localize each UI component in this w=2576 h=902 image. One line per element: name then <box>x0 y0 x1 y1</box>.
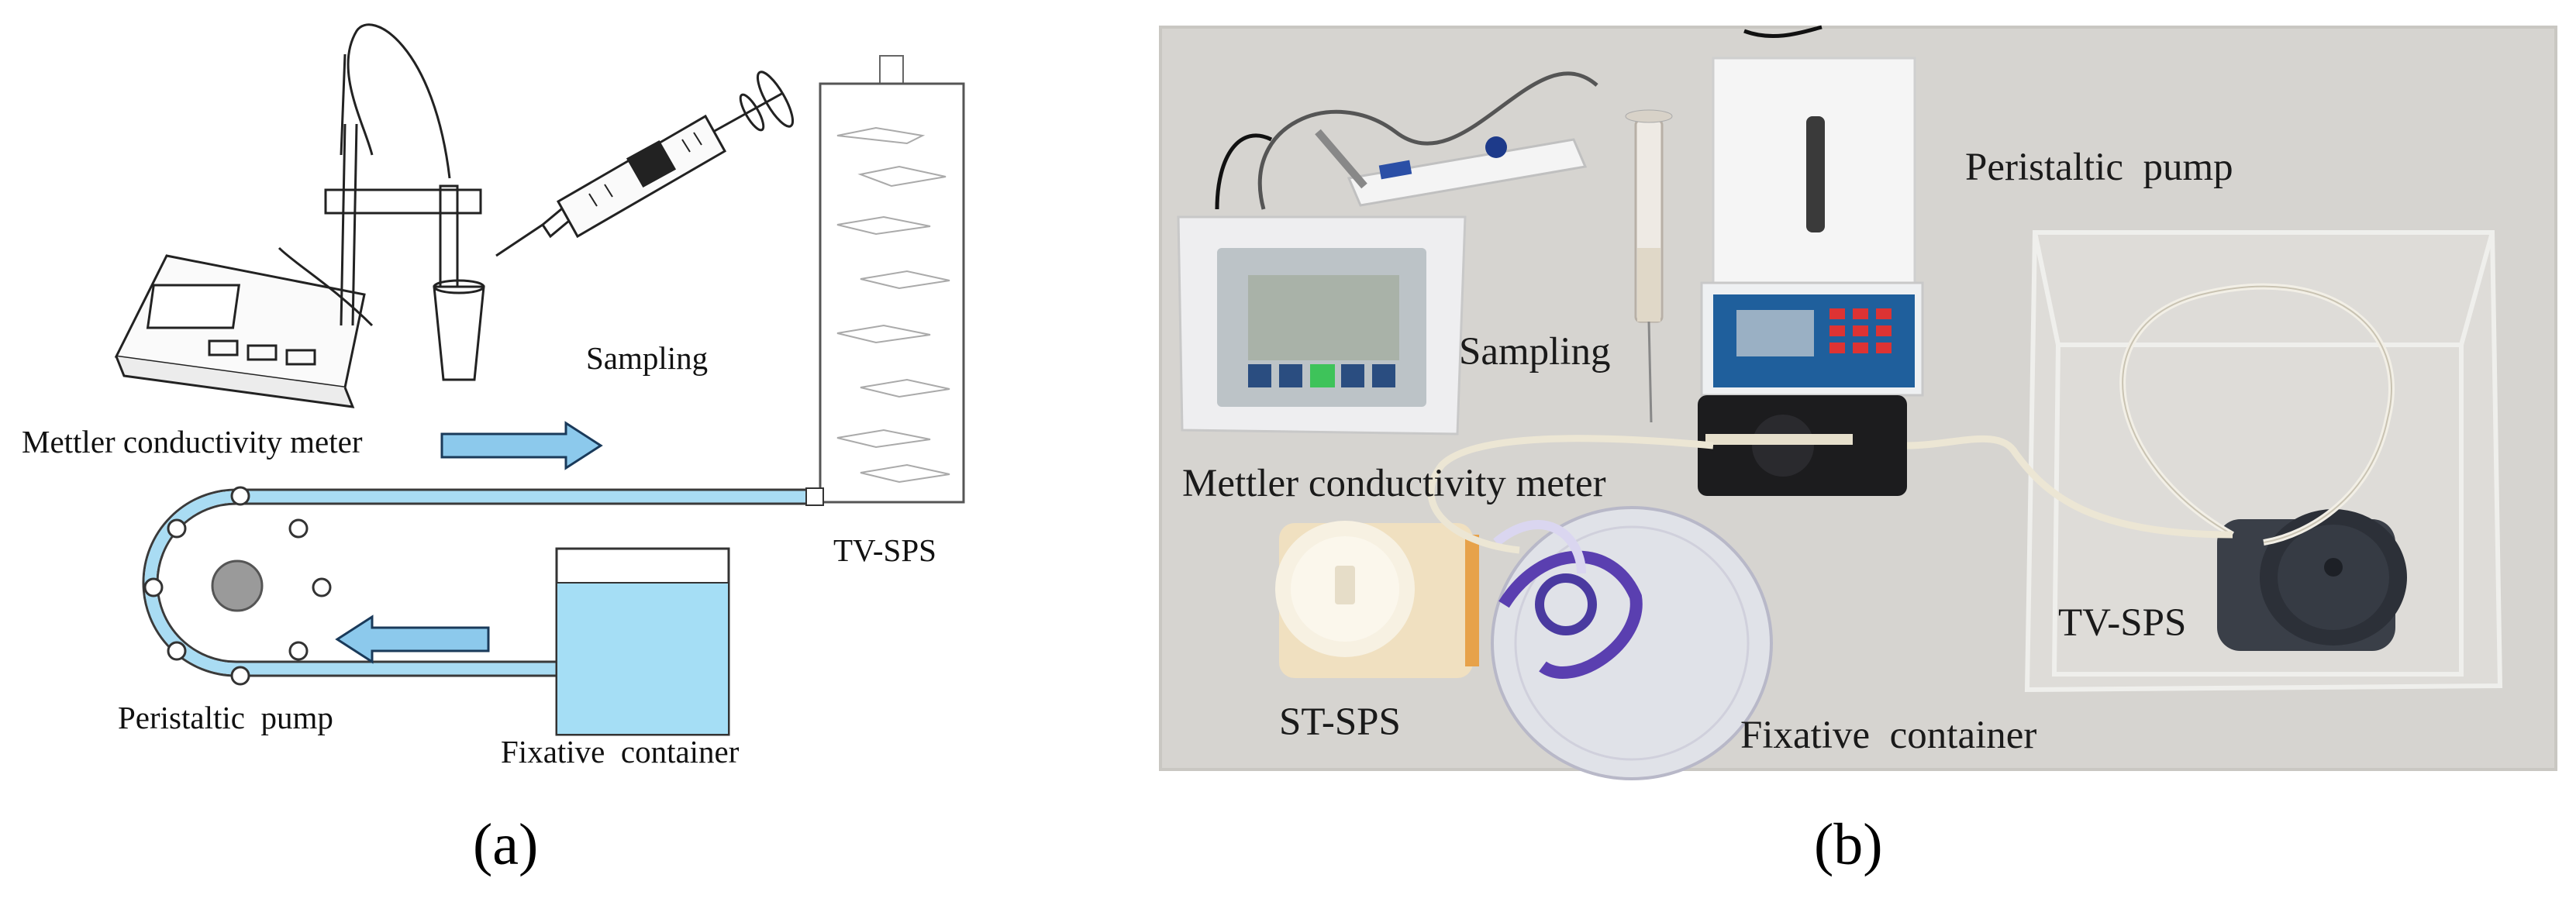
tv-sps-column <box>819 55 965 504</box>
caption-b: (b) <box>1814 812 1883 877</box>
label-a-tvsps: TV-SPS <box>833 532 936 568</box>
label-a-sampling: Sampling <box>586 340 708 376</box>
tv-sps-cylinder <box>2217 509 2407 651</box>
photo-tubing <box>1427 435 2233 554</box>
label-a-meter: Mettler conductivity meter <box>22 424 363 460</box>
arrow-right <box>440 421 603 470</box>
panel-a-schematic: Mettler conductivity meter Sampling TV-S… <box>22 23 965 877</box>
electrode-holder <box>1315 129 1588 207</box>
syringe-photo <box>1625 109 1673 423</box>
label-a-pump: Peristaltic pump <box>118 700 333 735</box>
syringe-drawing <box>495 71 795 257</box>
pump-rotor <box>211 559 264 612</box>
label-b-stsps: ST-SPS <box>1279 701 1401 744</box>
caption-a: (a) <box>473 812 538 877</box>
arrow-left <box>335 615 490 664</box>
conductivity-meter-drawing <box>114 23 485 408</box>
fixative-container <box>555 547 730 736</box>
pump-rollers <box>143 486 332 686</box>
label-b-sampling: Sampling <box>1459 330 1611 374</box>
label-b-container: Fixative container <box>1740 714 2036 757</box>
mettler-meter-device <box>1177 71 1598 436</box>
fixative-jar <box>1491 506 1773 780</box>
label-b-meter: Mettler conductivity meter <box>1182 462 1606 505</box>
label-b-tvsps: TV-SPS <box>2058 601 2186 645</box>
peristaltic-pump-device <box>1698 57 1924 496</box>
st-sps-cylinder <box>1275 521 1479 678</box>
label-a-container: Fixative container <box>501 734 740 769</box>
label-b-pump: Peristaltic pump <box>1965 146 2233 189</box>
panel-b-photo: Peristaltic pump Sampling Mettler conduc… <box>1159 25 2557 877</box>
